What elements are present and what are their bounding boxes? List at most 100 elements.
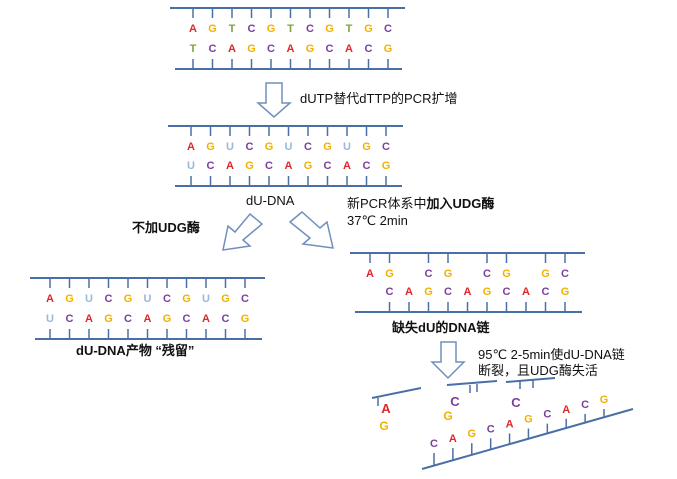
left-branch-arrow	[222, 212, 264, 251]
base-c: C	[542, 286, 550, 298]
base-c: C	[386, 286, 394, 298]
fragment-line	[421, 408, 634, 470]
base-u: U	[46, 313, 54, 325]
base-g: G	[325, 23, 334, 35]
base-c: C	[163, 293, 171, 305]
base-g: G	[600, 394, 609, 406]
base-g: G	[247, 43, 256, 55]
base-g: G	[323, 141, 332, 153]
base-a: A	[366, 268, 374, 280]
base-g: G	[502, 268, 511, 280]
right-branch-arrow	[288, 211, 334, 249]
base-c: C	[363, 160, 371, 172]
base-c: C	[561, 268, 569, 280]
base-c: C	[265, 160, 273, 172]
base-g: G	[384, 43, 393, 55]
base-g: G	[385, 268, 394, 280]
temp-label: 37℃ 2min	[347, 213, 408, 228]
base-c: C	[581, 399, 589, 411]
base-c: C	[365, 43, 373, 55]
fragment-line	[446, 380, 498, 386]
base-t: T	[346, 23, 353, 35]
base-c: C	[384, 23, 392, 35]
base-g: G	[267, 23, 276, 35]
base-c: C	[324, 160, 332, 172]
base-u: U	[226, 141, 234, 153]
base-c: C	[241, 293, 249, 305]
base-a: A	[46, 293, 54, 305]
base-c: C	[430, 438, 438, 450]
base-a: A	[381, 401, 391, 416]
base-c: C	[246, 141, 254, 153]
base-g: G	[208, 23, 217, 35]
base-g: G	[265, 141, 274, 153]
base-a: A	[562, 404, 570, 416]
base-g: G	[65, 293, 74, 305]
heat-label-line1: 95℃ 2-5min使dU-DNA链	[478, 347, 625, 362]
base-a: A	[464, 286, 472, 298]
base-a: A	[144, 313, 152, 325]
base-g: G	[306, 43, 315, 55]
down-arrow	[430, 341, 466, 380]
base-a: A	[506, 418, 514, 430]
base-g: G	[241, 313, 250, 325]
base-g: G	[443, 409, 452, 423]
base-c: C	[306, 23, 314, 35]
base-c: C	[487, 423, 495, 435]
base-u: U	[187, 160, 195, 172]
base-u: U	[144, 293, 152, 305]
base-t: T	[287, 23, 294, 35]
fragment-line	[371, 387, 422, 399]
base-c: C	[124, 313, 132, 325]
base-u: U	[343, 141, 351, 153]
residue-label: dU-DNA产物 “残留”	[76, 343, 195, 358]
base-g: G	[206, 141, 215, 153]
base-a: A	[405, 286, 413, 298]
base-c: C	[248, 23, 256, 35]
missing-du-label: 缺失dU的DNA链	[392, 320, 490, 335]
base-c: C	[207, 160, 215, 172]
base-c: C	[382, 141, 390, 153]
base-g: G	[467, 428, 476, 440]
base-c: C	[267, 43, 275, 55]
down-arrow	[256, 82, 292, 118]
base-g: G	[182, 293, 191, 305]
base-a: A	[228, 43, 236, 55]
base-u: U	[285, 141, 293, 153]
base-g: G	[362, 141, 371, 153]
base-g: G	[104, 313, 113, 325]
fragment-line	[505, 377, 556, 383]
base-a: A	[287, 43, 295, 55]
new-pcr-label: 新PCR体系中加入UDG酶	[347, 196, 494, 212]
base-u: U	[202, 293, 210, 305]
base-g: G	[245, 160, 254, 172]
base-a: A	[522, 286, 530, 298]
step1-label: dUTP替代dTTP的PCR扩增	[300, 91, 458, 106]
base-g: G	[304, 160, 313, 172]
base-a: A	[345, 43, 353, 55]
base-g: G	[424, 286, 433, 298]
base-g: G	[379, 419, 388, 433]
base-c: C	[66, 313, 74, 325]
base-g: G	[124, 293, 133, 305]
base-c: C	[444, 286, 452, 298]
base-g: G	[541, 268, 550, 280]
base-t: T	[229, 23, 236, 35]
du-dna-label: dU-DNA	[246, 193, 295, 208]
base-c: C	[326, 43, 334, 55]
base-g: G	[221, 293, 230, 305]
base-c: C	[511, 395, 521, 410]
base-a: A	[202, 313, 210, 325]
base-a: A	[449, 433, 457, 445]
base-c: C	[222, 313, 230, 325]
base-c: C	[183, 313, 191, 325]
add-udg-text: 加入UDG酶	[426, 196, 495, 211]
base-g: G	[444, 268, 453, 280]
base-a: A	[285, 160, 293, 172]
heat-label-line2: 断裂，且UDG酶失活	[478, 363, 598, 378]
base-g: G	[483, 286, 492, 298]
base-u: U	[85, 293, 93, 305]
